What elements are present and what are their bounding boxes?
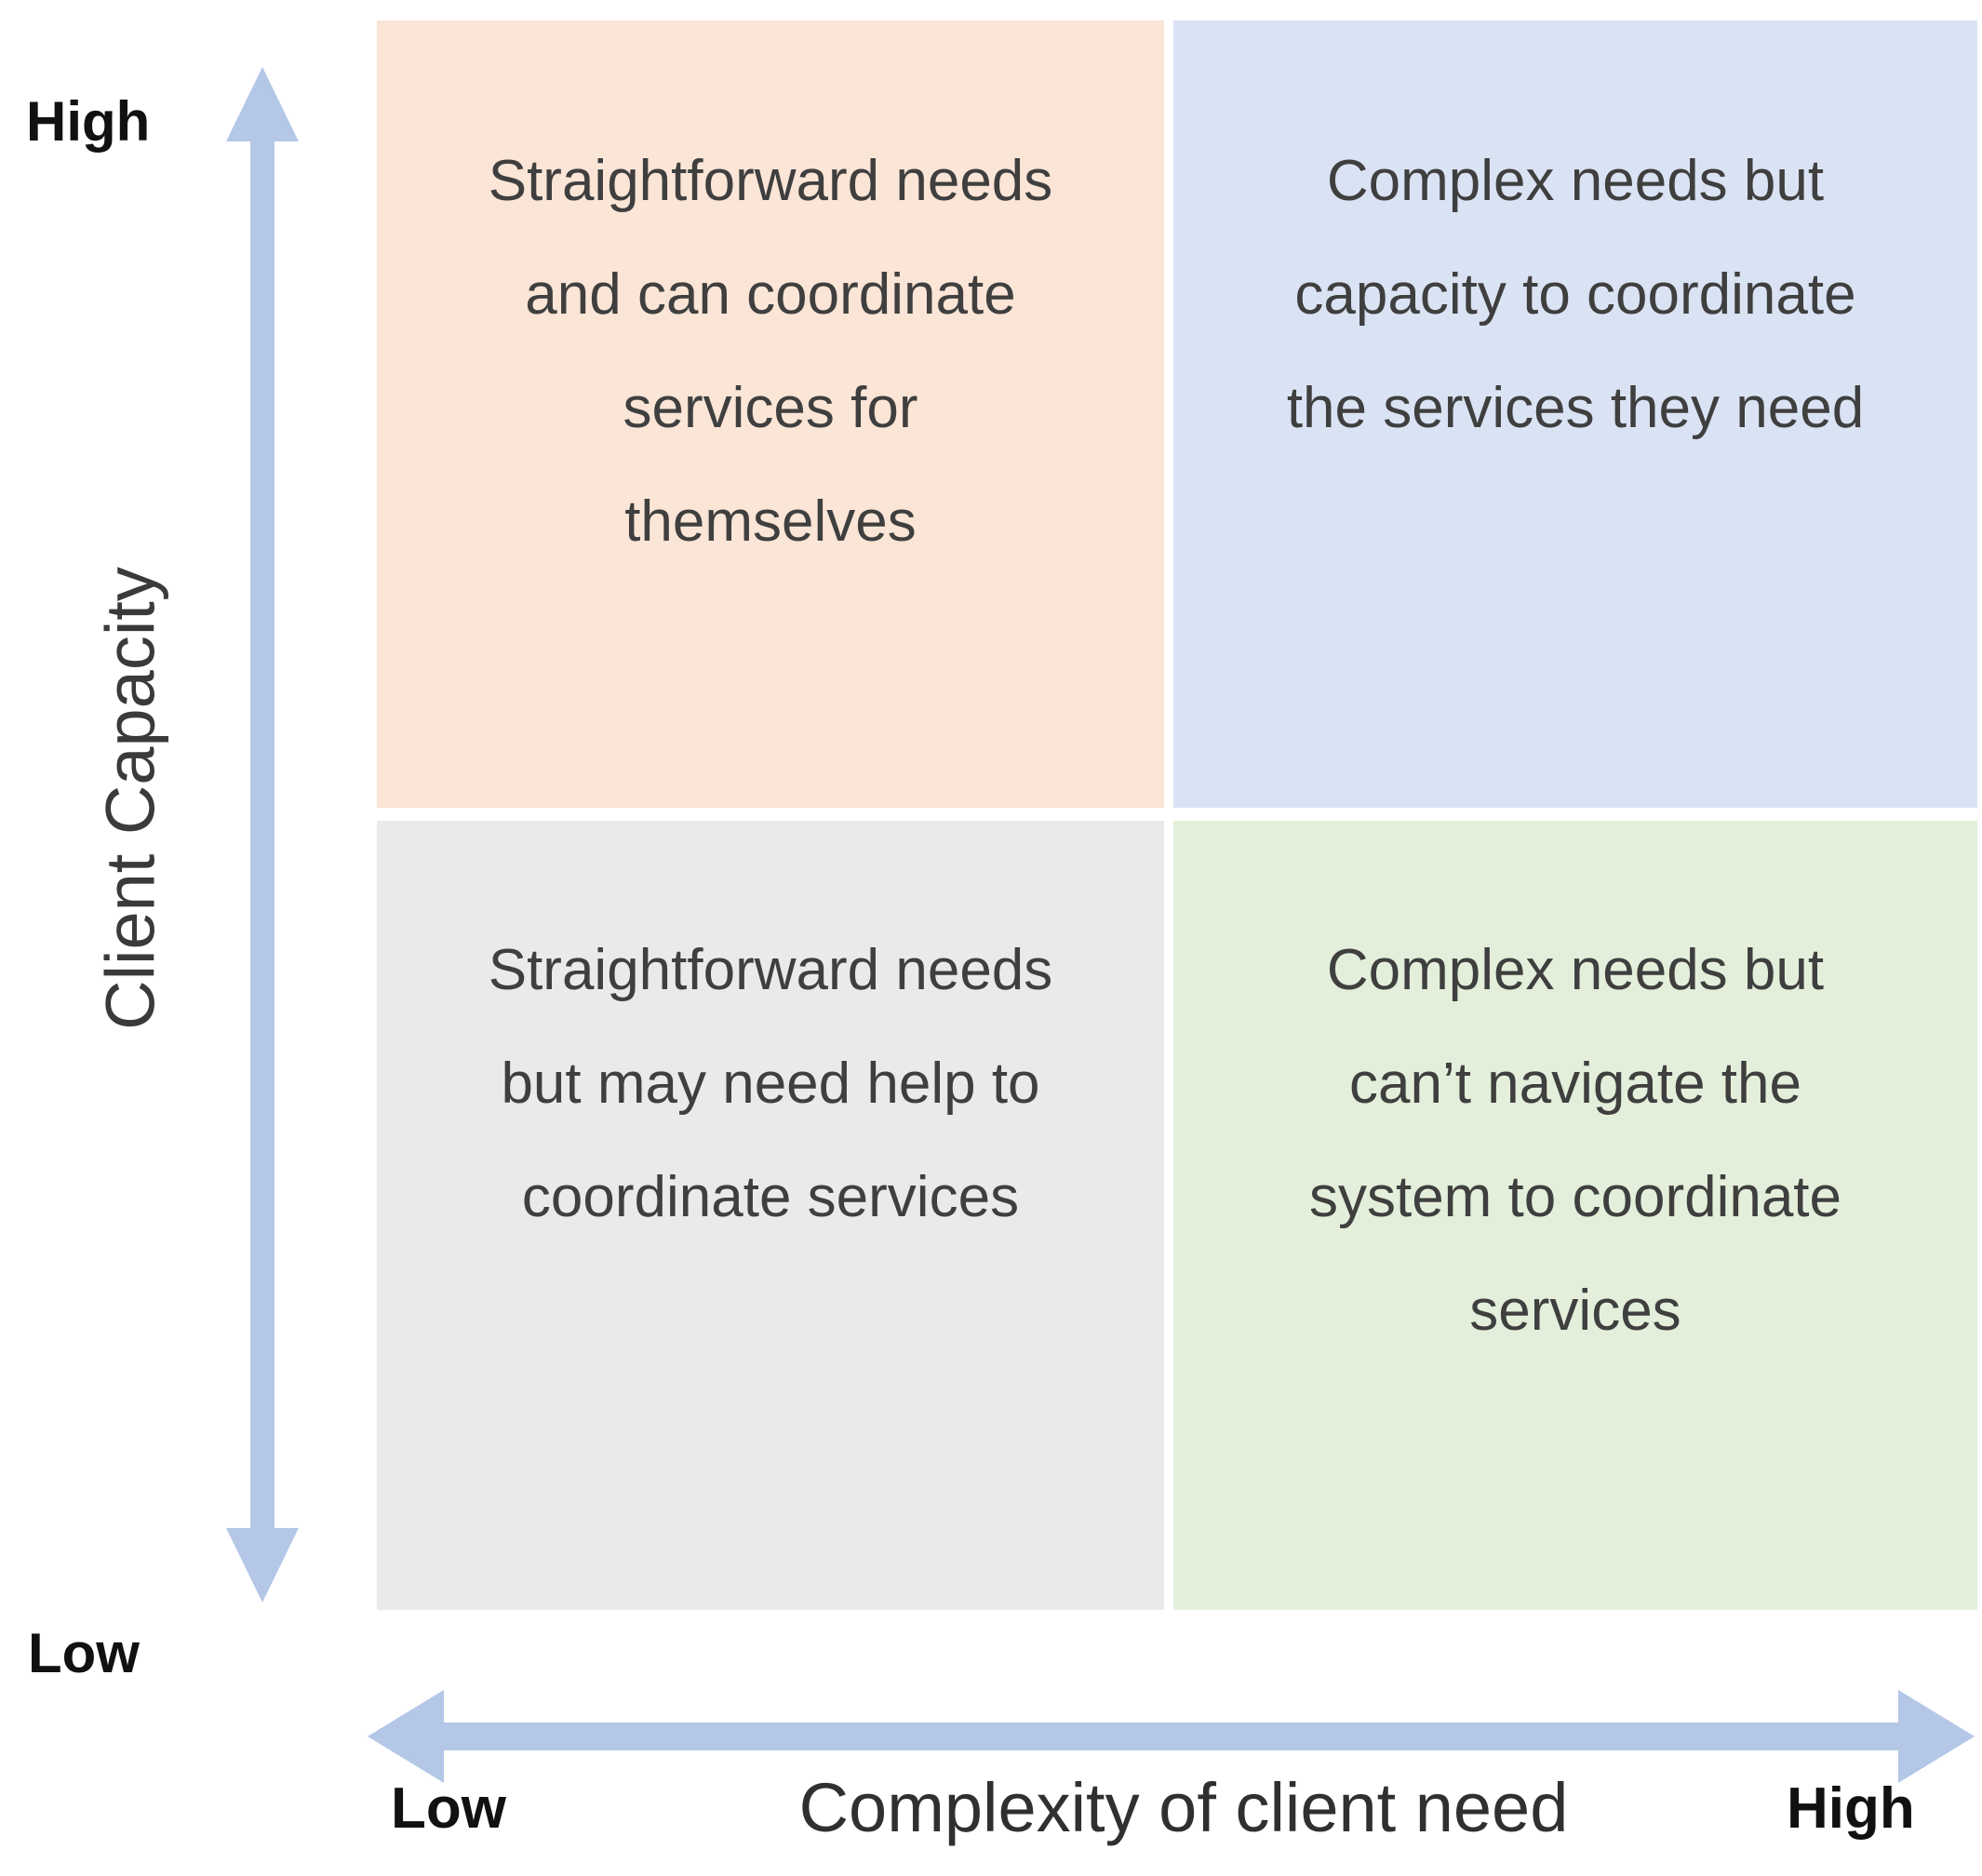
y-axis-arrow-shaft xyxy=(250,130,275,1535)
y-axis-high-label: High xyxy=(26,90,151,153)
quadrant-text-line: but may need help to xyxy=(501,1052,1040,1116)
y-axis-low-label: Low xyxy=(28,1622,140,1684)
quadrant-text-line: capacity to coordinate xyxy=(1294,262,1856,327)
x-axis-high-label: High xyxy=(1787,1776,1915,1841)
quadrant-text-line: services xyxy=(1469,1279,1681,1343)
quadrant-text-line: can’t navigate the xyxy=(1348,1052,1801,1116)
arrow-right-icon xyxy=(1898,1690,1975,1783)
quadrant-text-line: Complex needs but xyxy=(1326,938,1825,1002)
quadrant-text-line: Straightforward needs xyxy=(488,149,1053,213)
arrow-left-icon xyxy=(368,1690,444,1783)
quadrant-text-line: system to coordinate xyxy=(1308,1165,1842,1229)
x-axis-title: Complexity of client need xyxy=(798,1769,1569,1846)
arrow-up-icon xyxy=(226,67,299,141)
quadrant-top-left: Straightforward needs and can coordinate… xyxy=(377,20,1164,808)
quadrant-text-line: Straightforward needs xyxy=(488,938,1053,1002)
quadrant-text-line: Complex needs but xyxy=(1326,149,1825,213)
quadrant-text-line: and can coordinate xyxy=(525,262,1016,327)
quadrant-text-line: the services they need xyxy=(1286,376,1865,440)
arrow-down-icon xyxy=(226,1528,299,1602)
x-axis-arrow-shaft xyxy=(439,1722,1898,1750)
quadrant-top-right: Complex needs but capacity to coordinate… xyxy=(1173,20,1977,808)
y-axis-title: Client Capacity xyxy=(91,567,169,1030)
quadrant-text-line: services for xyxy=(623,376,918,440)
quadrant-text-line: themselves xyxy=(624,489,917,554)
quadrant-bottom-right: Complex needs but can’t navigate the sys… xyxy=(1173,821,1977,1610)
quadrant-text-line: coordinate services xyxy=(521,1165,1020,1229)
x-axis-low-label: Low xyxy=(391,1776,506,1841)
quadrant-bottom-left: Straightforward needs but may need help … xyxy=(377,821,1164,1610)
